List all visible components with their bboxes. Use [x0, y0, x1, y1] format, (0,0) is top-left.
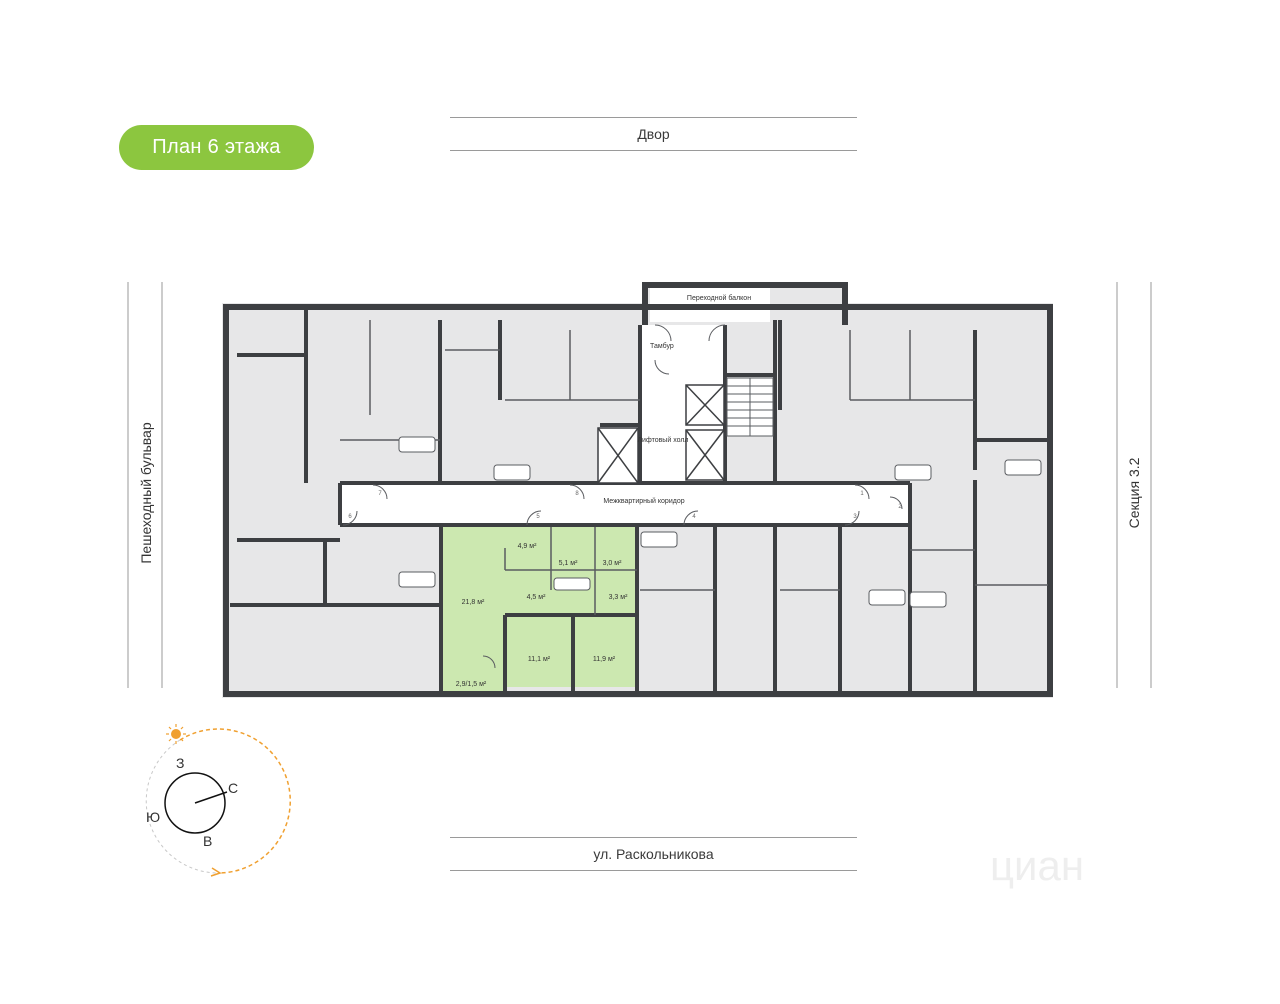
highlighted-apartment: [441, 527, 637, 695]
partitions: [340, 320, 1048, 615]
door-number: 5: [536, 514, 540, 520]
door-number: 8: [575, 491, 579, 497]
corridor-area: [340, 483, 912, 525]
street-bottom-label: ул. Раскольникова: [593, 846, 714, 862]
label-balcony-passage: Переходной балкон: [687, 294, 751, 302]
door-number: 3: [853, 514, 857, 520]
door-number: 7: [378, 491, 382, 497]
compass: З С Ю В: [145, 724, 291, 877]
door-number: 1: [860, 491, 864, 497]
door-number: 2: [898, 504, 902, 510]
street-top: Двор: [450, 117, 857, 151]
door-number: 6: [348, 514, 352, 520]
room-balcony-area: 2,9/1,5 м²: [456, 681, 487, 688]
staircase: [726, 377, 774, 437]
compass-north: С: [228, 780, 238, 796]
room-corridor-area: 4,5 м²: [527, 594, 546, 601]
watermark: циан: [990, 842, 1084, 889]
interior-walls: [230, 307, 1048, 694]
street-top-label: Двор: [637, 126, 670, 142]
door-swings: [342, 324, 903, 669]
room-area-labels: 4,9 м² 21,8 м² 5,1 м² 3,0 м² 4,5 м² 3,3 …: [456, 543, 628, 688]
sun-icon: [171, 729, 181, 739]
street-bottom: ул. Раскольникова: [450, 837, 857, 871]
compass-east: В: [203, 833, 212, 849]
compass-circle: [164, 772, 226, 834]
elevator-shafts: [597, 384, 725, 484]
room-bath-area: 5,1 м²: [559, 560, 578, 567]
room-bedroom2-area: 11,9 м²: [593, 656, 616, 663]
label-elevator-hall: Лифтовый холл: [637, 436, 688, 444]
room-wc-area: 3,0 м²: [603, 560, 622, 567]
compass-needle: [194, 791, 228, 804]
room-storage-area: 3,3 м²: [609, 594, 628, 601]
street-left-label: Пешеходный бульвар: [138, 422, 154, 563]
door-numbers: 7 8 6 5 4 3 2 1: [348, 491, 902, 520]
sun-rays-icon: [166, 724, 186, 744]
room-hall-area: 4,9 м²: [518, 543, 537, 550]
compass-west: З: [176, 755, 184, 771]
floor-badge: План 6 этажа: [119, 125, 314, 170]
bathtubs: [398, 436, 1042, 608]
room-living-area: 21,8 м²: [462, 599, 485, 606]
compass-south: Ю: [146, 809, 160, 825]
label-corridor: Межквартирный коридор: [603, 497, 684, 505]
room-bedroom1-area: 11,1 м²: [528, 656, 551, 663]
label-vestibule: Тамбур: [650, 342, 674, 350]
street-right-label: Секция 3.2: [1126, 457, 1142, 528]
door-number: 4: [692, 514, 696, 520]
